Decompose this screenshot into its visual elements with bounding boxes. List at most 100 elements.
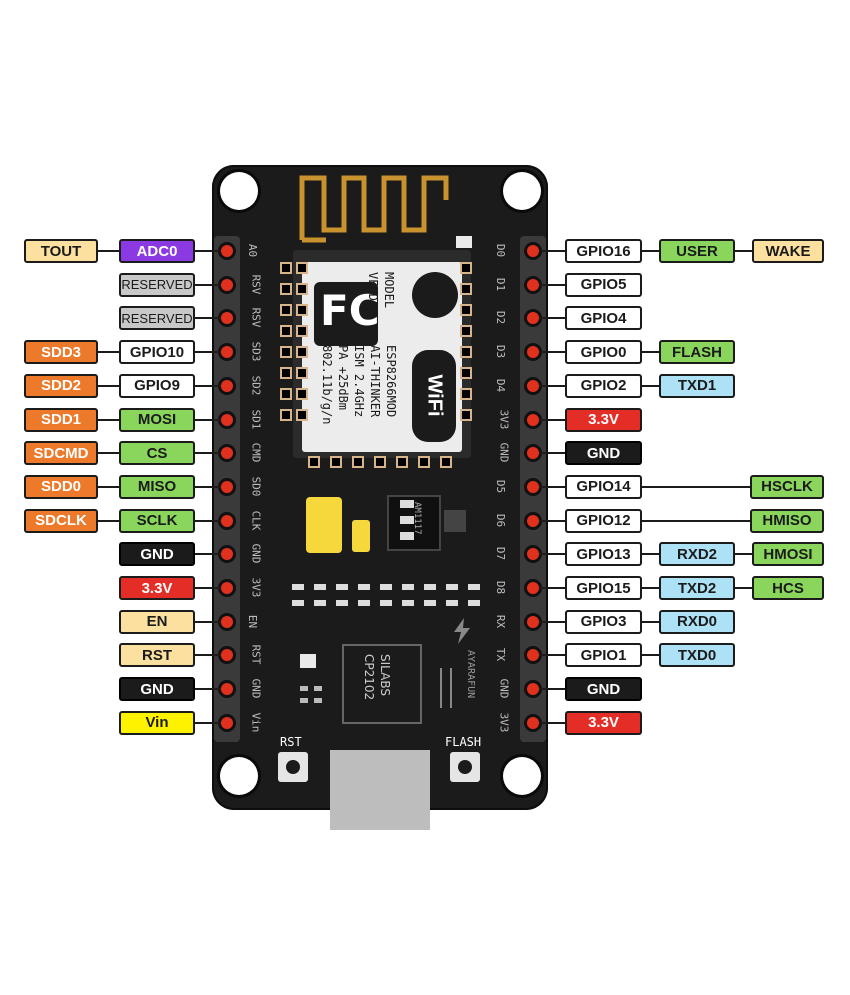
connector-line (735, 587, 752, 589)
right-header-pin (527, 683, 539, 696)
connector-line (539, 317, 565, 320)
right-header-pin (527, 548, 539, 561)
left-silk-label: Vin (249, 712, 263, 733)
connector-line (539, 452, 565, 455)
left-header-pin (221, 683, 233, 696)
smd-resistor (380, 600, 392, 606)
left-header-pin (221, 716, 233, 729)
connector-line (642, 654, 659, 657)
left-silk-label: GND (249, 678, 263, 699)
connector-line (98, 250, 119, 252)
connector-line (539, 283, 565, 286)
smd-led (300, 654, 316, 668)
wifi-logo: WiFi (412, 350, 456, 442)
module-pad (296, 262, 308, 274)
right-silk-label: D3 (494, 344, 508, 359)
left-header-pin (221, 548, 233, 561)
left-header-pin (221, 413, 233, 426)
smd-resistor (358, 600, 370, 606)
left-silk-label: CMD (249, 442, 263, 463)
smd-pads (300, 686, 322, 704)
connector-line (539, 250, 565, 252)
left-header-pin (221, 346, 233, 359)
pin-label: MISO (119, 474, 195, 499)
right-header-pin (527, 615, 539, 628)
pin-label: TXD0 (659, 643, 735, 668)
pin-label: GPIO9 (119, 373, 195, 398)
rst-button[interactable] (278, 752, 308, 782)
pin-label: RST (119, 643, 195, 668)
left-header-pin (221, 582, 233, 594)
module-pad (374, 456, 386, 468)
module-pad (418, 456, 430, 468)
module-pad (280, 409, 292, 421)
connector-line (195, 553, 221, 556)
left-silk-label: RSV (249, 274, 263, 295)
flash-button[interactable] (450, 752, 480, 782)
right-header-pin (527, 716, 539, 729)
pin-label: GND (565, 441, 642, 466)
right-header-pin (527, 582, 539, 594)
pin-label: SDD2 (24, 373, 98, 398)
right-silk-label: D7 (494, 547, 508, 561)
right-header-pin (527, 480, 539, 493)
pin-label: 3.3V (565, 407, 642, 432)
regulator-tab (444, 510, 466, 532)
pin-label: GPIO5 (565, 272, 642, 297)
module-text-line: ESP8266MOD (384, 345, 398, 418)
left-silk-label: RSV (249, 307, 263, 328)
left-silk-label: GND (249, 543, 263, 564)
pin-label: SDD3 (24, 340, 98, 365)
module-pad (296, 388, 308, 400)
connector-line (195, 283, 221, 286)
pin-label: TXD2 (659, 576, 735, 600)
pin-label: GND (119, 677, 195, 702)
left-header-pin (221, 379, 233, 392)
smd-resistor (336, 584, 348, 590)
module-pad (460, 346, 472, 358)
left-silk-label: RST (249, 644, 263, 665)
pin-label: RXD2 (659, 542, 735, 567)
smd-resistor (336, 600, 348, 606)
right-silk-label: RX (494, 614, 508, 628)
left-silk-label: SD2 (249, 375, 263, 396)
right-silk-label: GND (497, 678, 511, 699)
module-pad (460, 409, 472, 421)
smd-resistor (402, 600, 414, 606)
right-silk-label: 3V3 (497, 712, 511, 733)
left-header-pin (221, 480, 233, 493)
micro-usb-port[interactable] (330, 750, 430, 830)
pin-label: GPIO4 (565, 306, 642, 331)
pin-label: USER (659, 239, 735, 263)
left-silk-label: 3V3 (249, 577, 263, 598)
module-text-line: AI-THINKER (368, 345, 382, 418)
right-header-pin (527, 245, 539, 257)
pin-label: SDD1 (24, 407, 98, 432)
connector-line (642, 519, 750, 522)
left-silk-label: SD3 (249, 341, 263, 362)
globe-icon (412, 272, 458, 318)
pin-label: ADC0 (119, 239, 195, 263)
pin-label: GPIO12 (565, 508, 642, 533)
module-pad (460, 367, 472, 379)
pin-label: EN (119, 609, 195, 634)
connector-line (195, 317, 221, 320)
smd-resistor (292, 600, 304, 606)
module-pad (352, 456, 364, 468)
right-header-pin (527, 447, 539, 460)
connector-line (539, 688, 565, 691)
smd-resistor (424, 600, 436, 606)
module-pad (460, 304, 472, 316)
pin-label: SDCLK (24, 508, 98, 533)
pin-label: HMOSI (752, 542, 824, 567)
module-pad (460, 325, 472, 337)
pin-label: GPIO15 (565, 576, 642, 600)
smd-resistor (314, 584, 326, 590)
module-text-line: 802.11b/g/n (320, 345, 334, 425)
module-text-line: VENDOR (366, 272, 380, 316)
left-header-pin (221, 245, 233, 257)
module-pad (296, 346, 308, 358)
capacitor (352, 520, 370, 552)
module-pad (280, 367, 292, 379)
connector-line (195, 721, 221, 724)
